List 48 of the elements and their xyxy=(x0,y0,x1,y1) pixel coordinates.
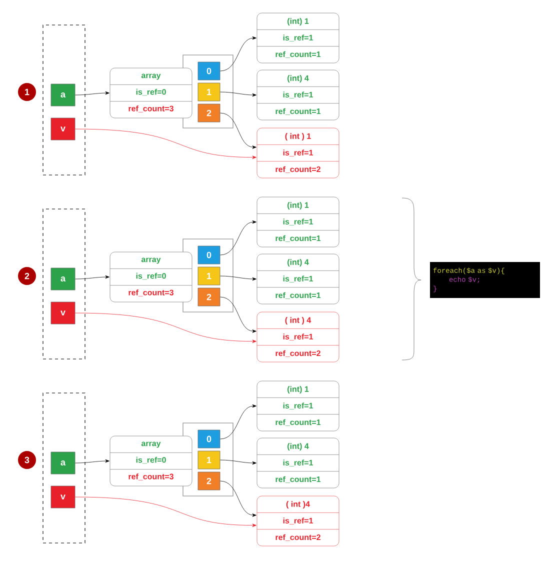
dashed-frame xyxy=(42,392,86,544)
arrow xyxy=(75,312,256,343)
arrow xyxy=(220,276,256,281)
arrow xyxy=(220,480,256,517)
index-box: 1 xyxy=(198,82,220,102)
variable-box: v xyxy=(50,486,76,508)
arrow xyxy=(75,275,110,280)
variable-box: a xyxy=(50,452,76,474)
variable-box: v xyxy=(50,302,76,324)
arrow xyxy=(220,92,256,97)
variable-box: a xyxy=(50,268,76,290)
index-box: 2 xyxy=(198,104,220,122)
arrow xyxy=(220,220,256,256)
dashed-frame xyxy=(42,24,86,176)
step-badge: 1 xyxy=(18,83,36,101)
value-box: (int) 4 is_ref=1 ref_count=1 xyxy=(256,70,340,120)
value-box: ( int ) 4 is_ref=1 ref_count=2 xyxy=(256,312,340,362)
index-box: 0 xyxy=(198,246,220,264)
dashed-frame xyxy=(42,208,86,360)
arrow xyxy=(220,296,256,333)
value-box: (int) 1 is_ref=1 ref_count=1 xyxy=(256,12,340,64)
value-box: (int) 1 is_ref=1 ref_count=1 xyxy=(256,196,340,248)
step-badge: 2 xyxy=(18,267,36,285)
value-box: ( int )4 is_ref=1 ref_count=2 xyxy=(256,496,340,546)
index-box: 2 xyxy=(198,288,220,306)
array-box: array is_ref=0 ref_count=3 xyxy=(110,436,192,486)
index-box: 1 xyxy=(198,450,220,470)
value-box: (int) 4 is_ref=1 ref_count=1 xyxy=(256,254,340,304)
value-box: (int) 4 is_ref=1 ref_count=1 xyxy=(256,438,340,488)
arrow xyxy=(220,36,256,72)
arrow xyxy=(75,459,110,464)
value-box: (int) 1 is_ref=1 ref_count=1 xyxy=(256,380,340,432)
array-box: array is_ref=0 ref_count=3 xyxy=(110,68,192,118)
arrow xyxy=(220,404,256,440)
arrow xyxy=(220,460,256,465)
variable-box: v xyxy=(50,118,76,140)
arrow xyxy=(75,128,256,159)
index-box: 0 xyxy=(198,430,220,448)
index-box: 1 xyxy=(198,266,220,286)
array-box: array is_ref=0 ref_count=3 xyxy=(110,252,192,302)
variable-box: a xyxy=(50,84,76,106)
arrow xyxy=(75,496,256,527)
arrow xyxy=(220,112,256,149)
index-box: 2 xyxy=(198,472,220,490)
step-badge: 3 xyxy=(18,451,36,469)
value-box: ( int ) 1 is_ref=1 ref_count=2 xyxy=(256,128,340,178)
index-box: 0 xyxy=(198,62,220,80)
arrow xyxy=(75,91,110,96)
